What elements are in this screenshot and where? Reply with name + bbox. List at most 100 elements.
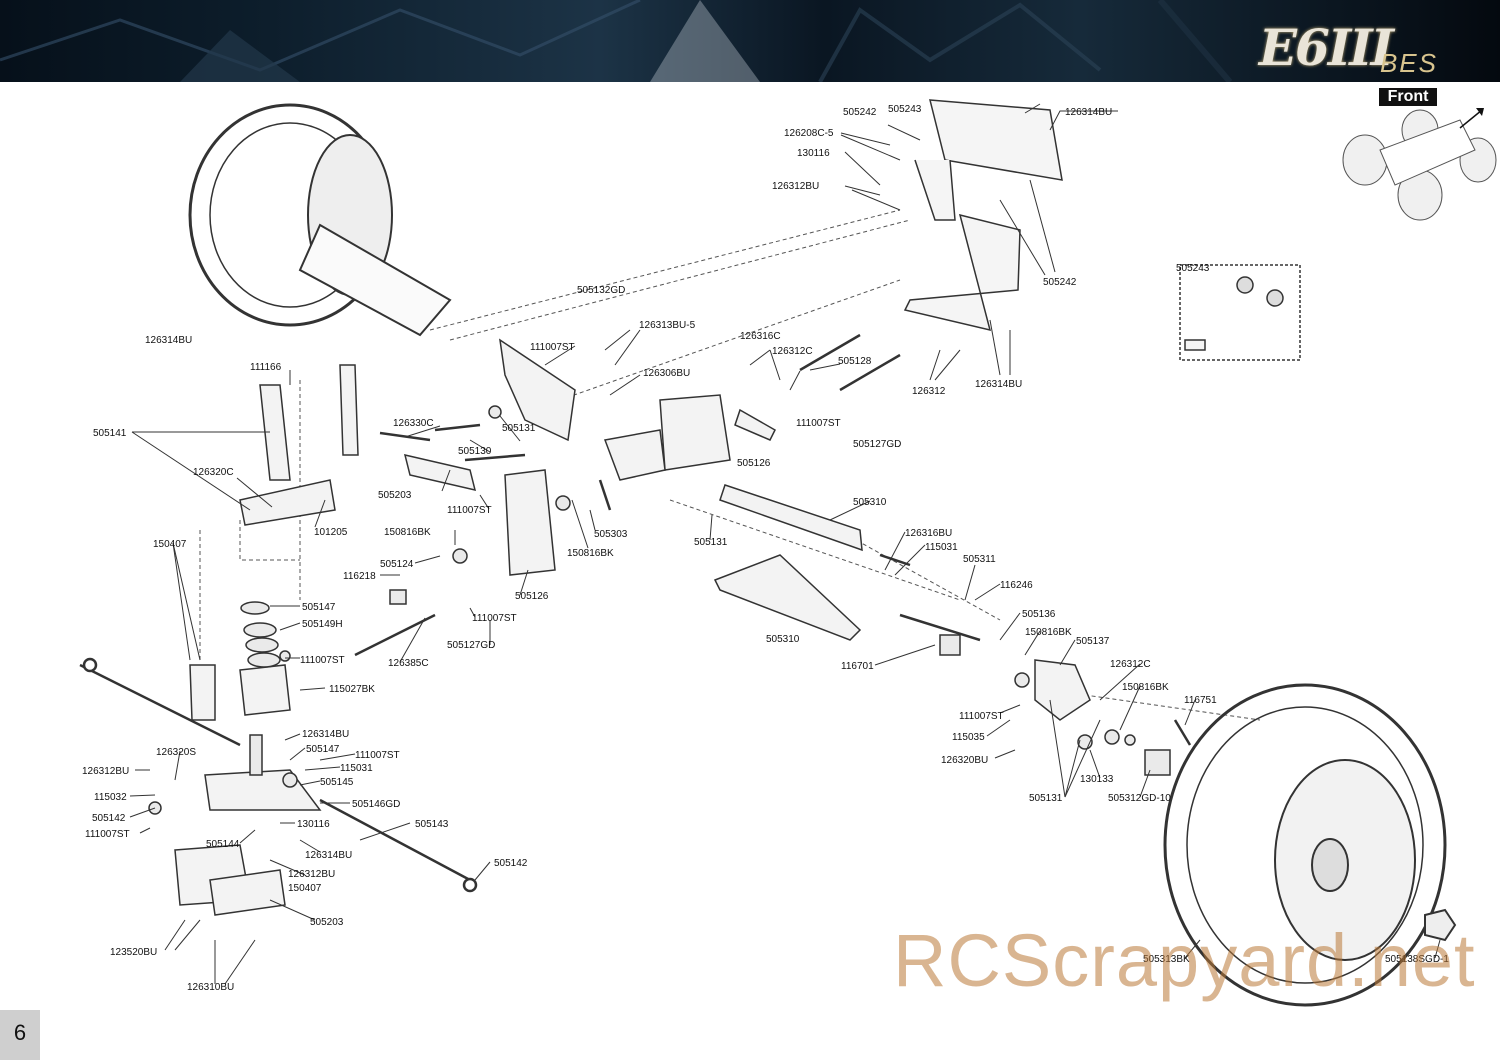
part-label: 150407 — [288, 883, 322, 894]
part-labels: 126314BU 505242 505243 126208C-5 130116 … — [82, 104, 1449, 993]
part-label: 115031 — [925, 542, 958, 553]
part-label: 505126 — [737, 458, 771, 469]
part-label: 505128 — [838, 356, 872, 367]
part-label: 101205 — [314, 527, 348, 538]
vehicle-orientation-thumbnail — [1342, 108, 1497, 221]
part-label: 116701 — [841, 661, 874, 672]
gearbox-and-links-illustration — [174, 338, 1091, 916]
part-label: 505310 — [853, 497, 887, 508]
part-label: 123520BU — [110, 947, 157, 958]
part-label: 505131 — [502, 423, 536, 434]
part-label: 115032 — [94, 792, 127, 803]
part-label: 126312 — [912, 386, 946, 397]
page-number: 6 — [0, 1010, 40, 1060]
brand-suffix: BES — [1379, 48, 1438, 78]
part-label: 111007ST — [959, 711, 1004, 722]
part-label: 130116 — [797, 148, 830, 159]
part-label: 505243 — [1176, 263, 1210, 274]
part-label: 126320BU — [941, 755, 988, 766]
part-label: 111007ST — [85, 829, 130, 840]
part-label: 505303 — [594, 529, 628, 540]
part-label: 126314BU — [1065, 107, 1112, 118]
part-label: 505126 — [515, 591, 549, 602]
part-label: 111007ST — [472, 613, 517, 624]
part-label: 130116 — [297, 819, 330, 830]
part-label: 126330C — [393, 418, 434, 429]
part-label: 126312BU — [772, 181, 819, 192]
part-label: 126306BU — [643, 368, 690, 379]
brand-model: E6III — [1258, 18, 1394, 77]
part-label: 505131 — [694, 537, 728, 548]
part-label: 505149H — [302, 619, 343, 630]
part-label: 150407 — [153, 539, 187, 550]
part-label: 505142 — [92, 813, 126, 824]
part-label: 505311 — [963, 554, 996, 565]
part-label: 111007ST — [447, 505, 492, 516]
part-label: 505310 — [766, 634, 800, 645]
part-label: 111007ST — [355, 750, 400, 761]
part-label: 126312C — [1110, 659, 1151, 670]
part-label: 126208C-5 — [784, 128, 834, 139]
part-label: 126320S — [156, 747, 196, 758]
part-label: 505144 — [206, 839, 240, 850]
part-label: 126310BU — [187, 982, 234, 993]
part-label: 111007ST — [530, 342, 575, 353]
part-label: 126312BU — [82, 766, 129, 777]
part-label: 126320C — [193, 467, 234, 478]
part-label: 505127GD — [447, 640, 495, 651]
part-label: 505138SGD-1 — [1385, 954, 1449, 965]
front-direction-badge: Front — [1379, 88, 1437, 106]
part-label: 116751 — [1184, 695, 1217, 706]
front-left-tire-illustration — [188, 103, 452, 337]
part-label: 116218 — [343, 571, 376, 582]
part-label: 505141 — [93, 428, 127, 439]
part-label: 126314BU — [305, 850, 352, 861]
rear-right-tire-illustration — [1163, 683, 1457, 1007]
leader-lines — [129, 103, 1441, 985]
part-label: 505147 — [306, 744, 340, 755]
part-label: 505131 — [1029, 793, 1063, 804]
part-label: 505242 — [1043, 277, 1077, 288]
part-label: 126312BU — [288, 869, 335, 880]
part-label: 150816BK — [567, 548, 614, 559]
part-label: 505132GD — [577, 285, 625, 296]
shafts-and-rods-illustration — [79, 333, 1192, 893]
part-label: 126316BU — [905, 528, 952, 539]
part-label: 505136 — [1022, 609, 1056, 620]
part-label: 505203 — [378, 490, 412, 501]
part-label: 505243 — [888, 104, 922, 115]
part-label: 126314BU — [145, 335, 192, 346]
part-label: 505146GD — [352, 799, 400, 810]
part-label: 505143 — [415, 819, 449, 830]
part-label: 126312C — [772, 346, 813, 357]
part-label: 126385C — [388, 658, 429, 669]
exploded-parts-diagram: 126314BU 505242 505243 126208C-5 130116 … — [79, 99, 1497, 1007]
part-label: 116246 — [1000, 580, 1033, 591]
part-label: 111166 — [250, 362, 282, 373]
part-label: 505130 — [458, 446, 492, 457]
watermark-text: RCScrapyard.net — [893, 919, 1476, 1002]
part-label: 505137 — [1076, 636, 1110, 647]
part-label: 505203 — [310, 917, 344, 928]
part-label: 505242 — [843, 107, 877, 118]
part-label: 111007ST — [796, 418, 841, 429]
part-label: 505124 — [380, 559, 414, 570]
part-label: 505313BK — [1143, 954, 1190, 965]
part-label: 505312GD-10 — [1108, 793, 1171, 804]
part-label: 505142 — [494, 858, 528, 869]
part-label: 111007ST — [300, 655, 345, 666]
part-label: 505145 — [320, 777, 354, 788]
shock-and-hardware-illustration — [148, 405, 1171, 815]
part-label: 126316C — [740, 331, 781, 342]
part-label: 150816BK — [1025, 627, 1072, 638]
front-bumper-illustration — [903, 99, 1301, 361]
part-label: 126313BU-5 — [639, 320, 696, 331]
part-label: 505147 — [302, 602, 336, 613]
part-label: 126314BU — [302, 729, 349, 740]
header-banner: E6III BES — [0, 0, 1500, 82]
part-label: 115035 — [952, 732, 985, 743]
part-label: 115031 — [340, 763, 373, 774]
part-label: 115027BK — [329, 684, 375, 695]
part-label: 126314BU — [975, 379, 1022, 390]
part-label: 150816BK — [1122, 682, 1169, 693]
